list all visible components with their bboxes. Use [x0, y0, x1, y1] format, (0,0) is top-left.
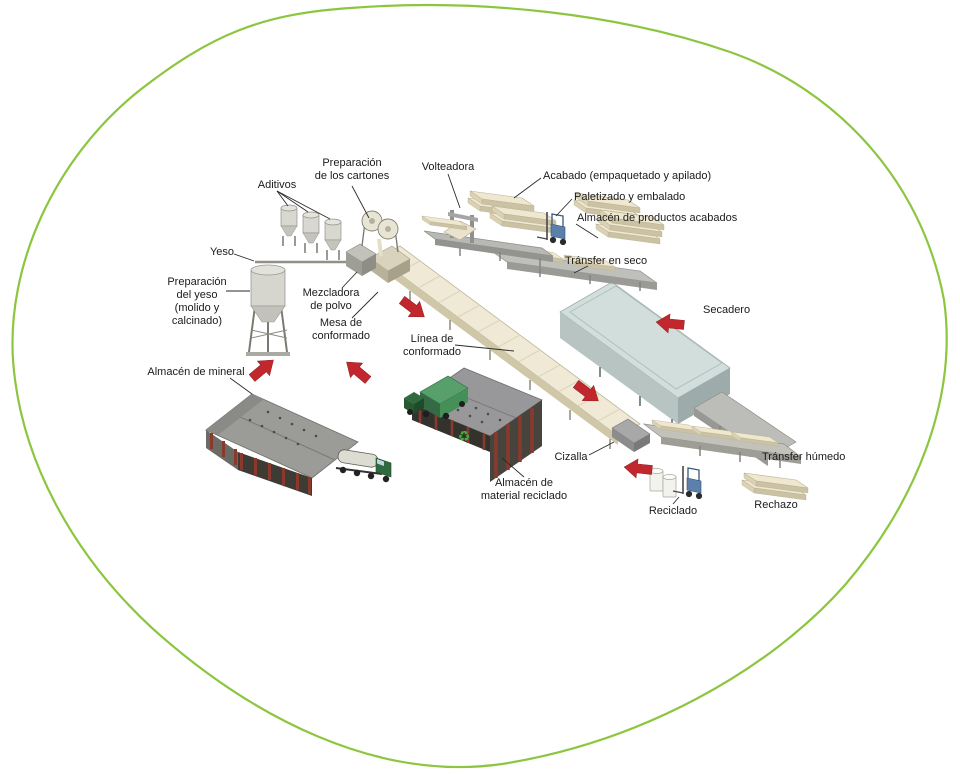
label-yeso: Yeso: [209, 246, 235, 258]
label-paletizado: Paletizado y embalado: [574, 191, 686, 203]
mineral-warehouse: [205, 393, 359, 496]
recycled-truck: [404, 375, 469, 420]
mineral-truck: [335, 449, 392, 483]
additive-silos: [280, 204, 342, 260]
leader-lines: [226, 173, 680, 505]
label-transfer-humedo: Tránsfer húmedo: [762, 451, 846, 463]
recycled-warehouse: ♻: [411, 367, 543, 482]
label-preparacion-cartones: Preparación de los cartones: [314, 157, 390, 182]
recycle-rolls: [649, 468, 677, 498]
label-rechazo: Rechazo: [754, 499, 798, 511]
label-almacen-productos: Almacén de productos acabados: [577, 212, 738, 224]
label-acabado: Acabado (empaquetado y apilado): [543, 170, 712, 182]
powder-mixer: [345, 243, 377, 276]
recycle-forklift: [672, 465, 703, 500]
label-secadero: Secadero: [703, 304, 751, 316]
flow-arrow-up-left: [339, 354, 375, 388]
label-preparacion-yeso: Preparación del yeso (molido y calcinado…: [167, 276, 227, 327]
label-almacen-reciclado: Almacén de material reciclado: [480, 477, 568, 502]
diagram-outline: [11, 3, 948, 769]
label-mezcladora: Mezcladora de polvo: [302, 287, 360, 312]
dryer: [559, 281, 731, 429]
label-reciclado: Reciclado: [648, 505, 698, 517]
cizalla-machine: [611, 418, 651, 452]
reject-stack: [741, 472, 809, 501]
label-cizalla: Cizalla: [554, 451, 588, 463]
recycle-icon: ♻: [458, 429, 471, 445]
label-linea-conformado: Línea de conformado: [402, 333, 462, 358]
flow-arrow-to-shear: [622, 457, 654, 480]
label-mesa-conformado: Mesa de conformado: [311, 317, 371, 342]
flow-arrow-up-right: [245, 352, 281, 386]
gypsum-silo-tower: [246, 264, 290, 356]
label-volteadora: Volteadora: [421, 161, 475, 173]
wet-transfer-conveyor: [642, 419, 803, 468]
label-aditivos: Aditivos: [257, 179, 297, 191]
cardboard-reels: [361, 210, 399, 257]
label-transfer-seco: Tránsfer en seco: [565, 255, 648, 267]
label-almacen-mineral: Almacén de mineral: [147, 366, 245, 378]
